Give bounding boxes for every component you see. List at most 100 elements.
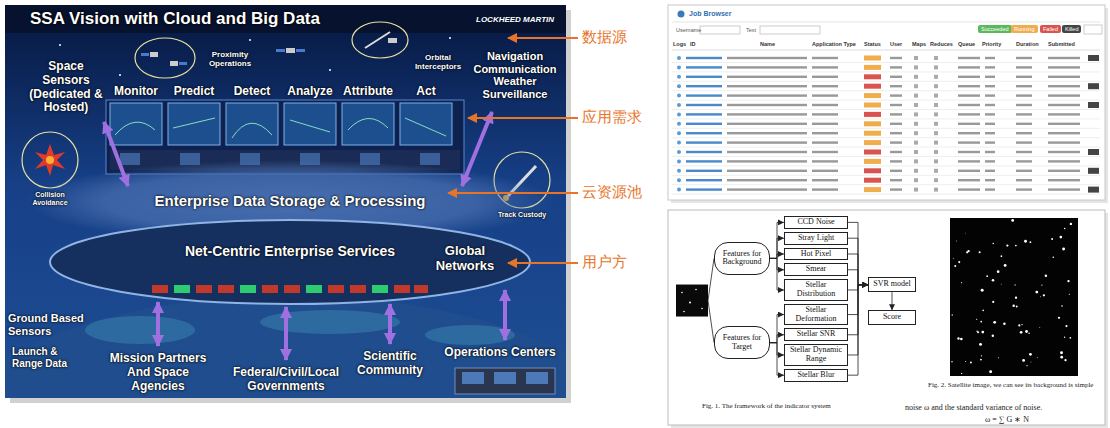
column-header: Priority (982, 41, 1001, 47)
cell-mark (934, 178, 938, 182)
cell-mark (934, 188, 938, 192)
cell-mark (985, 57, 995, 59)
cell-mark (1016, 170, 1032, 172)
paper-panel (668, 210, 1105, 425)
star (1060, 351, 1063, 354)
table-row (672, 168, 1100, 176)
cell-mark (1016, 104, 1032, 106)
satellite-image (950, 218, 1078, 376)
operations-screen (526, 372, 548, 384)
cell-mark (727, 151, 807, 153)
row-icon (677, 65, 681, 69)
cell-mark (890, 113, 902, 115)
satellite-icon (286, 48, 295, 53)
cell-mark (812, 113, 838, 115)
star (976, 331, 977, 332)
star (980, 321, 982, 323)
cell-mark (985, 160, 995, 162)
column-header: ID (690, 41, 696, 47)
cell-mark (1048, 66, 1080, 68)
star (1014, 284, 1015, 285)
cell-mark (890, 76, 902, 78)
node-text: SVR model (871, 280, 913, 289)
mission-label: Proximity Operations (199, 50, 261, 68)
table-row (672, 140, 1100, 147)
star (1016, 306, 1018, 308)
cell-mark (1088, 168, 1099, 174)
cell-mark (958, 151, 980, 153)
connectors (770, 222, 892, 375)
flow-arrow (462, 112, 492, 186)
cell-mark (864, 131, 881, 136)
star (980, 359, 982, 361)
function-label: Predict (165, 85, 223, 99)
row-icon (677, 178, 681, 182)
star (992, 243, 993, 244)
connector-arrow (848, 285, 868, 375)
cell-mark (686, 76, 722, 78)
ring-screen (306, 285, 322, 293)
cell-mark (727, 94, 807, 96)
cell-mark (1088, 55, 1099, 61)
cell-mark (686, 179, 722, 181)
cell-mark (914, 84, 918, 88)
cell-mark (1088, 83, 1099, 89)
field-label: Username (676, 27, 701, 33)
star (992, 301, 994, 303)
star (1069, 337, 1071, 339)
connector-arrow (770, 335, 784, 343)
node-text: Stellar Distribution (787, 281, 845, 299)
star (1004, 264, 1007, 267)
cell-mark (890, 104, 902, 106)
cell-mark (864, 121, 881, 126)
star (1052, 256, 1054, 258)
star (977, 331, 979, 333)
row-icon (677, 112, 681, 116)
cell-mark (958, 141, 980, 143)
star (961, 373, 962, 374)
star (1064, 228, 1066, 230)
star (1011, 219, 1014, 222)
row-icon (677, 169, 681, 173)
filter-button: Running (1011, 25, 1038, 33)
display-screen (400, 103, 452, 145)
cell-mark (1016, 113, 1032, 115)
cell-mark (985, 66, 995, 68)
cell-mark (985, 132, 995, 134)
cell-mark (812, 170, 838, 172)
ring-screen (240, 285, 256, 293)
cell-mark (958, 66, 980, 68)
function-label: Act (397, 85, 455, 99)
cell-mark (812, 160, 838, 162)
table-row (672, 83, 1100, 91)
cell-mark (985, 151, 995, 153)
cell-mark (812, 132, 838, 134)
display-screen (342, 103, 394, 145)
star (1045, 275, 1047, 277)
node-text: Stellar Deformation (787, 306, 845, 324)
interceptor-icon (365, 32, 390, 48)
cell-mark (812, 66, 838, 68)
star (1030, 241, 1032, 243)
cell-mark (1048, 179, 1080, 181)
connector-arrow (848, 254, 868, 285)
output-box: Score (868, 310, 916, 325)
mission-label: Orbital Interceptors (410, 53, 466, 71)
image-leader (708, 301, 714, 343)
cell-mark (686, 160, 722, 162)
cell-mark (727, 160, 807, 162)
star (960, 338, 963, 341)
star (1015, 245, 1017, 247)
cell-mark (864, 112, 881, 117)
row-icon (677, 94, 681, 98)
user-label: Scientific Community (350, 350, 430, 378)
cell-mark (1088, 149, 1099, 155)
star (997, 270, 1000, 273)
cell-mark (1016, 179, 1032, 181)
cell-mark (985, 170, 995, 172)
cell-mark (812, 57, 838, 59)
cell-mark (1048, 76, 1080, 78)
cell-mark (958, 76, 980, 78)
star (1020, 331, 1023, 334)
cell-mark (864, 168, 881, 173)
